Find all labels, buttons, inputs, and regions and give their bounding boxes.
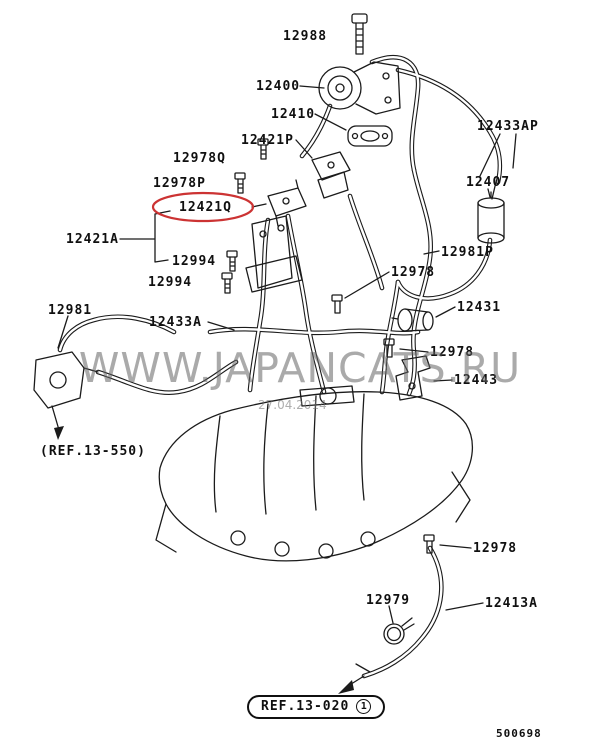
bracket-drawing-12443 (395, 355, 431, 401)
part-label-12994-1: 12994 (172, 254, 217, 269)
clamp-drawing-12979 (383, 617, 415, 645)
hose-lines (60, 57, 500, 676)
part-label-12410: 12410 (271, 107, 316, 122)
part-label-12443: 12443 (454, 373, 499, 388)
part-label-12433AP: 12433AP (477, 119, 539, 134)
part-label-12978-1: 12978 (391, 265, 436, 280)
part-label-12407: 12407 (466, 175, 511, 190)
part-label-12421Q-highlighted: 12421Q (179, 200, 232, 215)
part-label-12433A: 12433A (149, 315, 202, 330)
part-label-12421A: 12421A (66, 232, 119, 247)
highlight-ellipse (151, 191, 255, 223)
part-label-12981: 12981 (48, 303, 93, 318)
gasket-drawing (347, 125, 393, 147)
manifold-drawing (155, 385, 473, 562)
reference-box-13-020: REF.13-020 1 (247, 695, 386, 719)
part-label-12978Q: 12978Q (173, 151, 226, 166)
valve-drawing-12407 (477, 181, 505, 244)
part-label-12413A: 12413A (485, 596, 538, 611)
arrow-icon-ref-lower (338, 680, 354, 694)
part-label-12979: 12979 (366, 593, 411, 608)
part-label-12400: 12400 (256, 79, 301, 94)
part-label-12981P: 12981P (441, 245, 494, 260)
valve-drawing-12431 (391, 308, 434, 332)
leader-lines (57, 85, 517, 624)
arrow-icon-ref-upper (54, 426, 64, 440)
part-label-12978-2: 12978 (430, 345, 475, 360)
part-label-12978-3: 12978 (473, 541, 518, 556)
part-label-12431: 12431 (457, 300, 502, 315)
reference-box-text: REF.13-020 (261, 699, 350, 714)
circled-number-badge: 1 (356, 699, 372, 714)
part-label-12421P: 12421P (241, 133, 294, 148)
part-label-12978P: 12978P (153, 176, 206, 191)
drawing-code: 500698 (496, 727, 542, 740)
part-label-12994-2: 12994 (148, 275, 193, 290)
valve-drawing-12981 (33, 351, 99, 431)
reference-label-13-550: (REF.13-550) (40, 444, 146, 459)
bolt-icons (221, 13, 435, 554)
part-label-12988: 12988 (283, 29, 328, 44)
solenoid-valve-drawing-12421P (311, 151, 351, 199)
valve-bracket-drawing-12421A (245, 215, 303, 293)
